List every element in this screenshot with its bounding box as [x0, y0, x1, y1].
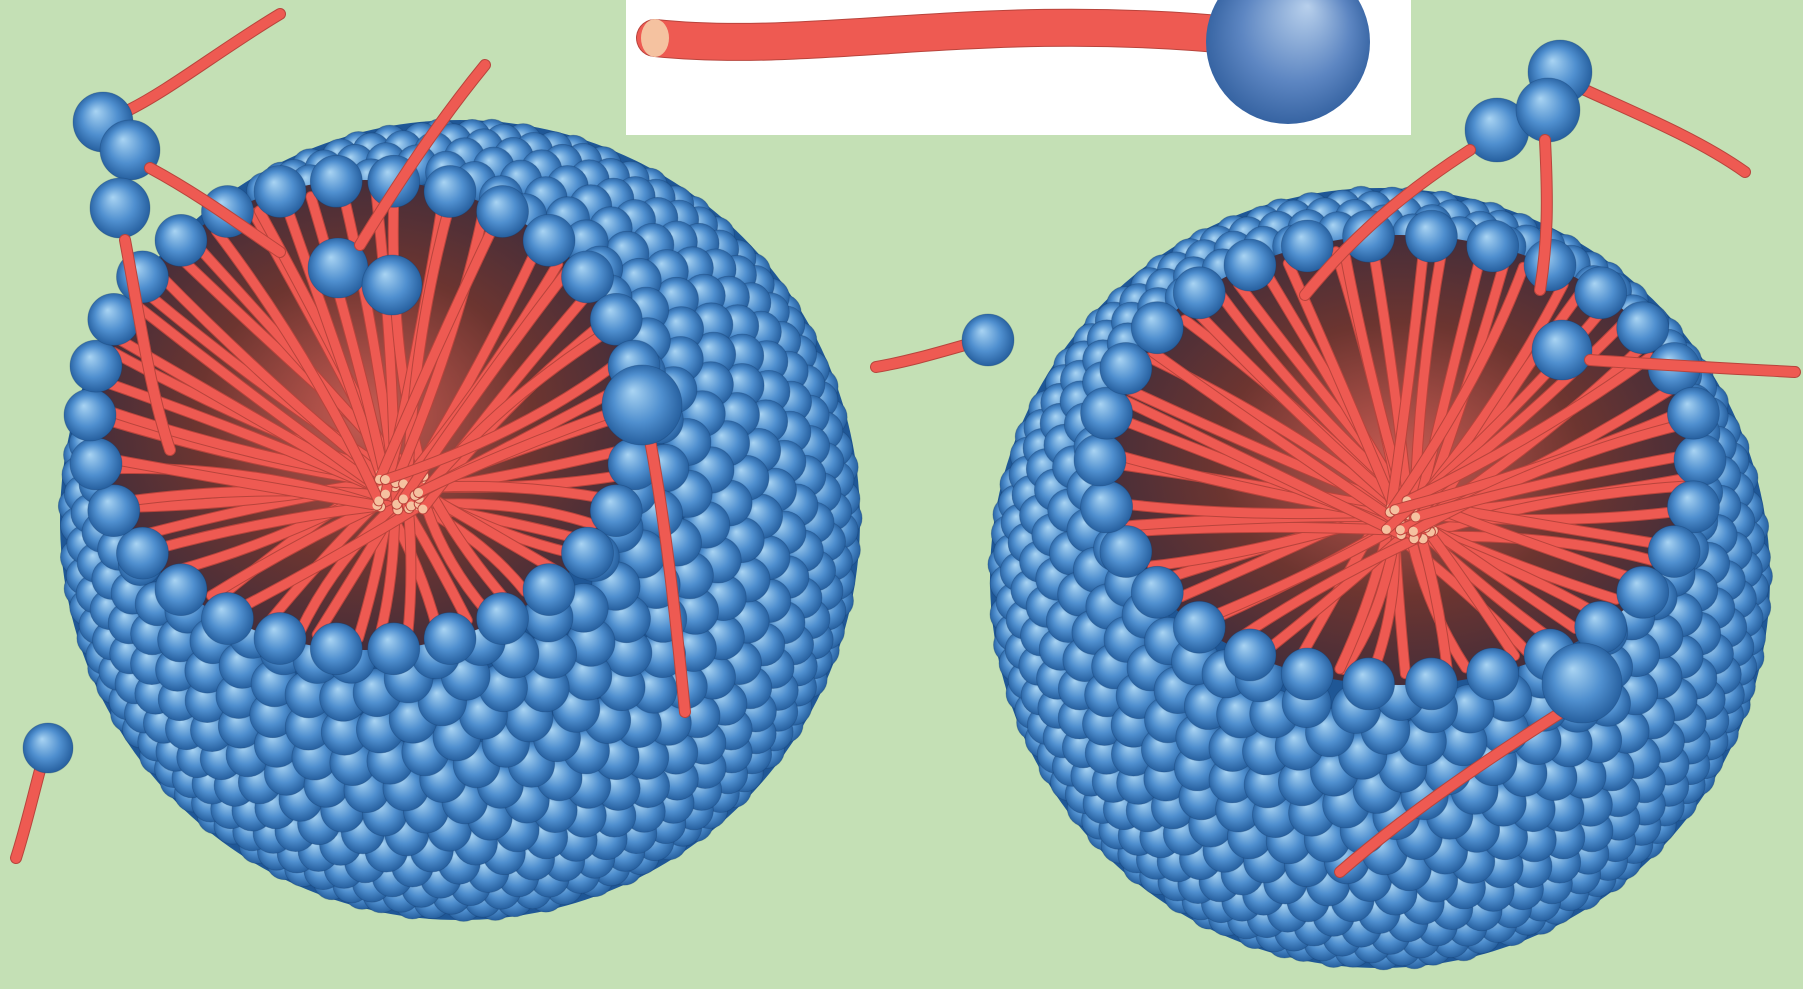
micelle-left [58, 119, 862, 922]
rim-head [562, 527, 614, 579]
rim-head [1667, 387, 1719, 439]
free-tail [1585, 90, 1745, 172]
rim-head [1405, 658, 1457, 710]
tail-end [1390, 505, 1399, 514]
rim-head [155, 564, 207, 616]
legend-surfactant-molecule [641, 0, 1370, 124]
tail-end [381, 490, 390, 499]
free-head [602, 365, 682, 445]
rim-head [1674, 434, 1726, 486]
rim-head [1074, 434, 1126, 486]
rim-head [64, 389, 116, 441]
protruding-head [1532, 320, 1592, 380]
rim-head [477, 593, 529, 645]
rim-head [1575, 267, 1627, 319]
legend-tail-end [641, 19, 669, 57]
rim-head [1173, 267, 1225, 319]
free-tail [876, 345, 965, 367]
cluster-head [1516, 78, 1580, 142]
legend-tail [655, 28, 1240, 42]
micelle-right [988, 186, 1773, 970]
tail-end [418, 505, 427, 514]
cluster-head [90, 178, 150, 238]
free-molecule-1 [16, 723, 73, 858]
tail-end [1409, 527, 1418, 536]
rim-head [70, 340, 122, 392]
tail-end [1382, 525, 1391, 534]
rim-head [310, 623, 362, 675]
rim-head [477, 186, 529, 238]
rim-head [254, 166, 306, 218]
rim-head [368, 623, 420, 675]
tail-end [1396, 525, 1405, 534]
free-tail [125, 14, 280, 112]
rim-head [1343, 658, 1395, 710]
rim-head [590, 485, 642, 537]
rim-head [424, 166, 476, 218]
rim-head [1224, 629, 1276, 681]
free-head [1542, 643, 1622, 723]
rim-head [1467, 220, 1519, 272]
rim-head [88, 485, 140, 537]
rim-head [590, 293, 642, 345]
free-head [23, 723, 73, 773]
rim-head [117, 527, 169, 579]
legend-head [1206, 0, 1370, 124]
rim-head [1617, 566, 1669, 618]
rim-head [523, 564, 575, 616]
rim-head [1173, 601, 1225, 653]
rim-head [254, 613, 306, 665]
free-head [962, 314, 1014, 366]
rim-head [1081, 481, 1133, 533]
rim-head [1405, 210, 1457, 262]
free-molecule-2 [876, 314, 1014, 367]
free-tail [16, 770, 40, 858]
rim-head [310, 155, 362, 207]
rim-head [1131, 302, 1183, 354]
rim-head [424, 613, 476, 665]
rim-head [1281, 648, 1333, 700]
escaping-molecule-left [73, 14, 280, 152]
rim-head [1100, 526, 1152, 578]
rim-head [1224, 239, 1276, 291]
tail-end [414, 488, 423, 497]
rim-head [562, 251, 614, 303]
rim-head [1667, 481, 1719, 533]
tail-end [1411, 512, 1420, 521]
rim-head [202, 593, 254, 645]
rim-head [70, 438, 122, 490]
rim-head [523, 214, 575, 266]
tail-end [399, 494, 408, 503]
rim-head [1081, 387, 1133, 439]
tail-end [381, 475, 390, 484]
protruding-head [362, 255, 422, 315]
rim-head [155, 214, 207, 266]
rim-head [1467, 648, 1519, 700]
